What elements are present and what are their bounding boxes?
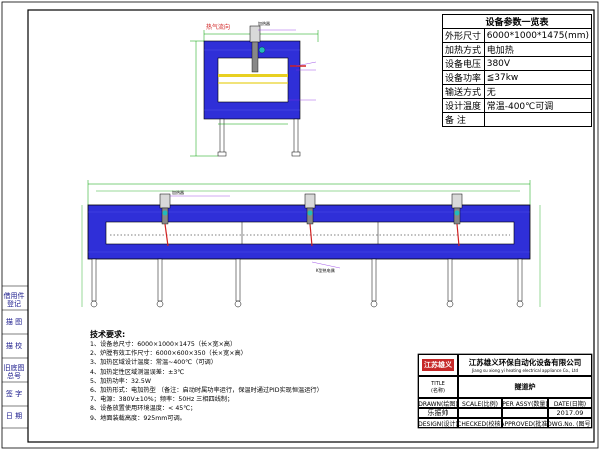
side-label-2: 描 校 [5,342,23,350]
front-view-legs [91,258,523,302]
front-view-feet [90,300,524,308]
side-label-grid [2,285,28,429]
approved-label: APPROVED(批准) [502,418,548,428]
logo-text: 江苏雄义 [422,359,454,371]
note-item: 9、地面装载高度：925mm可调。 [90,414,186,422]
note-item: 1、设备总尺寸：6000×1000×1475（长×宽×高） [90,341,237,348]
side-label-4: 签 字 [5,390,23,398]
params-table-title: 设备参数一览表 [442,14,592,29]
scale-value [458,408,502,418]
date-label: DATE(日期) [548,398,592,408]
params-row: 备 注 [442,112,593,127]
inner-frame [27,9,595,443]
drawn-value: 乐振帅 [418,408,458,418]
company-logo: 江苏雄义 [418,354,458,376]
side-view-label: 加热器 [258,20,270,26]
side-label-5: 日 期 [5,412,23,420]
notes-title: 技术要求: [90,330,126,339]
params-label: 设计温度 [442,98,485,113]
side-view-motor [249,25,261,43]
design-label: DESIGN(设计) [418,418,458,428]
note-item: 5、加热功率：32.5W [90,377,151,385]
checked-label: CHECKED(校核) [458,418,502,428]
side-label-1: 描 图 [5,318,23,326]
front-view [81,180,541,308]
params-value: 380V [483,56,593,71]
params-label: 输送方式 [442,84,485,99]
params-label: 设备功率 [442,70,485,85]
front-view-lower-callout: K型热电偶 [316,267,335,273]
params-value [483,112,593,127]
scale-label: SCALE(比例) [458,398,502,408]
side-label-0: 借用件登记 [3,292,25,308]
params-value: 电加热 [483,42,593,57]
note-item: 6、加热形式：电加热型 （备注：启动时属功率运行，保温时通过PID实现恒温运行） [90,387,323,395]
title-label: TITLE (名称) [418,376,458,398]
technical-notes: 技术要求: 1、设备总尺寸：6000×1000×1475（长×宽×高） 2、炉膛… [90,329,400,423]
per-assy-label: PER ASSY(数量) [502,398,548,408]
drawn-label: DRAWN(绘图) [418,398,458,408]
side-view [190,25,319,157]
note-item: 8、设备放置使用环境温度：< 45℃； [90,405,197,413]
title-block: 江苏雄义 江苏雄义环保自动化设备有限公司 Jiang su xiong yi h… [418,354,592,428]
params-row: 设计温度常温-400℃可调 [442,98,593,113]
params-row: 输送方式无 [442,84,593,99]
per-assy-value [502,408,548,418]
params-value: 6000*1000*1475(mm) [483,28,593,43]
params-value: ≦37kw [483,70,593,85]
front-view-callout: 加热器 [172,189,184,195]
params-label: 外形尺寸 [442,28,485,43]
note-item: 2、炉膛有效工作尺寸：6000×600×350（长×宽×高） [90,350,247,358]
note-item: 3、加热区域设计温度：常温~400℃（可调） [90,359,217,367]
params-label: 加热方式 [442,42,485,57]
motor-2 [304,193,316,247]
params-row: 设备功率≦37kw [442,70,593,85]
company-name-cn: 江苏雄义环保自动化设备有限公司 [468,358,582,367]
motor-3 [451,193,463,247]
note-item: 4、加热定性区域测温误差：±3℃ [90,368,185,376]
params-value: 无 [483,84,593,99]
note-item: 7、电源：380V±10%；频率：50Hz 三相四线制； [90,396,234,404]
params-label: 备 注 [442,112,485,127]
params-row: 加热方式电加热 [442,42,593,57]
side-view-red-callout: 热气流向 [206,23,230,31]
date-value: 2017.09 [548,408,592,418]
drawing-title: 隧道炉 [458,376,592,398]
side-label-3: 旧底图总号 [3,364,25,380]
params-value: 常温-400℃可调 [483,98,593,113]
dwg-label: DWG.No. (图号) [548,418,592,428]
company-name-cell: 江苏雄义环保自动化设备有限公司 Jiang su xiong yi heatin… [458,354,592,376]
company-name-en: Jiang su xiong yi heating electrical app… [471,368,579,373]
params-label: 设备电压 [442,56,485,71]
side-view-heater-strip [218,74,288,77]
motor-1 [159,193,171,247]
